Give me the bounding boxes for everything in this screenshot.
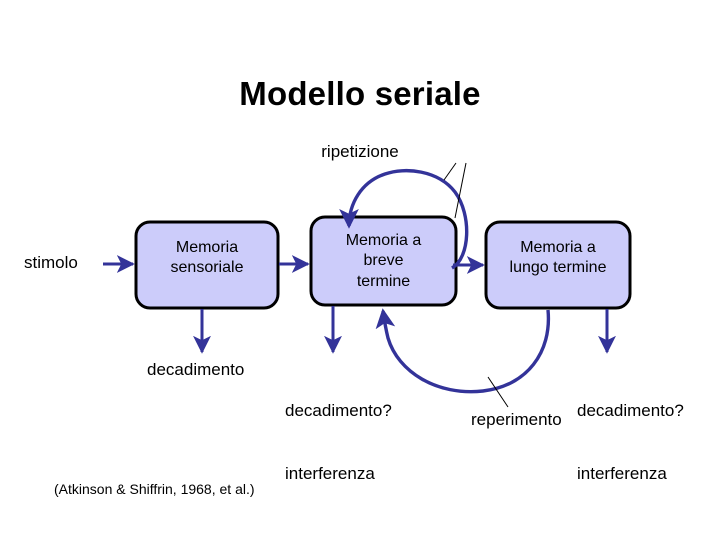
arrow-loop-ripetizione: [339, 168, 469, 270]
box-memoria-breve-termine: [309, 215, 458, 307]
box-label-line: termine: [356, 272, 411, 290]
box-memoria-lungo-termine: [484, 220, 632, 310]
box-label-memoria-sensoriale: Memoria sensoriale: [136, 238, 278, 279]
label-decadimento-breve: decadimento? interferenza: [285, 360, 392, 526]
box-label-line: lungo termine: [509, 259, 607, 277]
box-label-line: Memoria a: [520, 239, 596, 256]
label-decadimento-lungo: decadimento? interferenza: [577, 360, 684, 526]
label-line: decadimento?: [285, 401, 392, 421]
label-decadimento-sensoriale: decadimento: [147, 360, 245, 379]
leader-line-ripetizione-left: [443, 162, 457, 181]
arrow-loop-reperimento: [375, 308, 551, 394]
label-ripetizione: ripetizione: [321, 142, 399, 161]
citation-text: (Atkinson & Shiffrin, 1968, et al.): [54, 481, 255, 497]
label-reperimento: reperimento: [471, 410, 562, 429]
page-title: Modello seriale: [239, 75, 481, 112]
box-label-memoria-lungo-termine: Memoria a lungo termine: [486, 238, 630, 279]
box-label-line: breve: [363, 252, 404, 270]
label-stimolo: stimolo: [24, 253, 78, 272]
leader-line-ripetizione-right: [454, 162, 467, 219]
box-label-line: Memoria a: [345, 232, 422, 249]
label-line: interferenza: [577, 463, 667, 483]
leader-line-reperimento: [487, 376, 509, 408]
label-line: interferenza: [285, 463, 375, 483]
box-label-memoria-breve-termine: Memoria a breve termine: [311, 231, 456, 292]
box-label-line: sensoriale: [170, 259, 244, 277]
box-label-line: Memoria: [175, 239, 239, 256]
label-line: decadimento?: [577, 401, 684, 421]
box-memoria-sensoriale: [134, 220, 280, 310]
